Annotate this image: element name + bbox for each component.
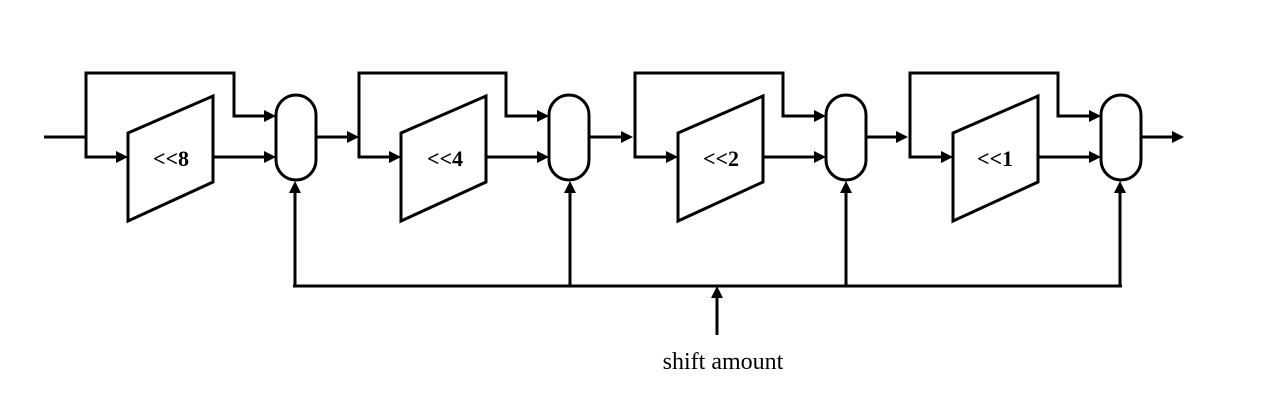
arrowhead — [347, 131, 359, 143]
arrowhead — [666, 151, 678, 163]
shift-label: <<2 — [703, 146, 739, 171]
arrowhead — [1089, 151, 1101, 163]
shift-amount-label: shift amount — [663, 349, 784, 375]
stage-3: <<2 — [633, 71, 908, 286]
bypass-wire — [84, 71, 266, 137]
shifter-input-wire — [84, 137, 117, 159]
mux-block — [1099, 93, 1143, 182]
arrowhead — [264, 151, 276, 163]
stage-1: <<8 — [84, 71, 359, 286]
mux-block — [274, 93, 318, 182]
arrowhead — [116, 151, 128, 163]
shifter-block — [126, 93, 215, 224]
arrowhead — [537, 151, 549, 163]
arrowhead — [711, 286, 723, 298]
arrowhead — [840, 181, 852, 193]
bypass-wire — [908, 71, 1091, 137]
stage-2: <<4 — [357, 71, 633, 286]
shift-label: <<4 — [427, 146, 463, 171]
arrowhead — [941, 151, 953, 163]
arrowhead — [1114, 181, 1126, 193]
shift-label: <<8 — [153, 146, 189, 171]
arrowhead — [621, 131, 633, 143]
bypass-wire — [357, 71, 539, 137]
shifter-input-wire — [633, 137, 667, 159]
arrowhead — [814, 110, 826, 122]
arrowhead — [389, 151, 401, 163]
shift-label: <<1 — [977, 146, 1013, 171]
bypass-wire — [633, 71, 816, 137]
arrowhead — [1172, 131, 1184, 143]
arrowhead — [537, 110, 549, 122]
arrowhead — [896, 131, 908, 143]
shifter-block — [676, 93, 765, 224]
arrowhead — [264, 110, 276, 122]
shifter-block — [951, 93, 1040, 224]
arrowhead — [289, 181, 301, 193]
shifter-input-wire — [908, 137, 942, 159]
mux-block — [547, 93, 591, 182]
shifter-block — [399, 93, 488, 224]
arrowhead — [1089, 110, 1101, 122]
shifter-input-wire — [357, 137, 390, 159]
stage-4: <<1 — [908, 71, 1184, 286]
arrowhead — [564, 181, 576, 193]
mux-block — [824, 93, 868, 182]
arrowhead — [814, 151, 826, 163]
